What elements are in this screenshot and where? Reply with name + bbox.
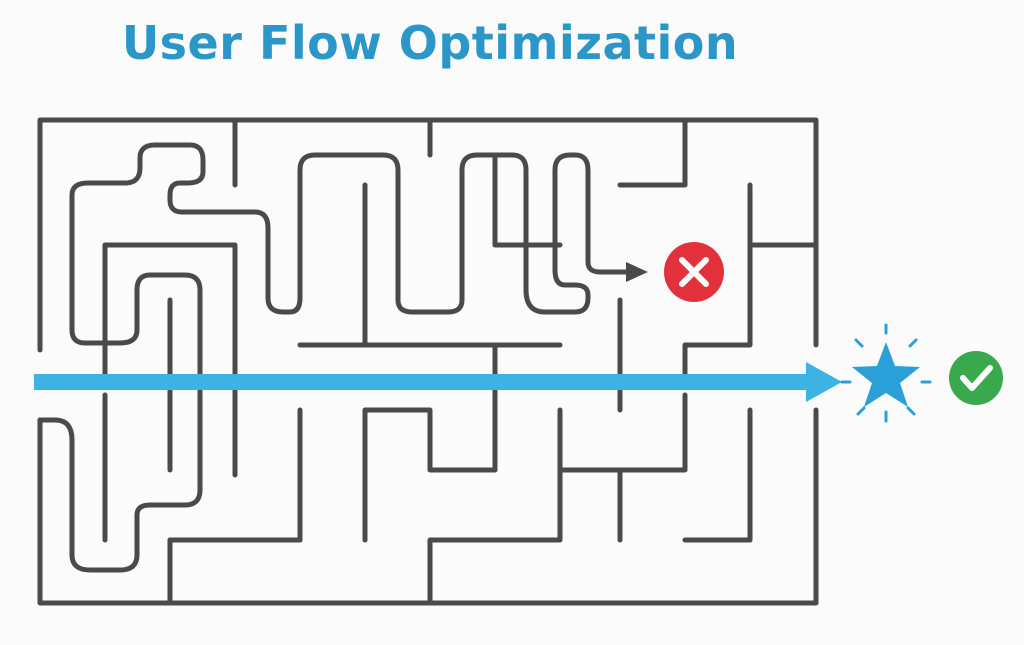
winding-route <box>37 142 631 573</box>
check-circle-icon <box>949 351 1003 405</box>
x-circle-icon <box>664 242 724 302</box>
page-title: User Flow Optimization <box>121 16 739 70</box>
optimal-path <box>34 362 842 402</box>
route-arrowhead <box>626 262 648 282</box>
star-burst-icon <box>840 323 932 423</box>
maze-walls <box>37 117 819 606</box>
optimal-path-arrowhead <box>806 362 842 402</box>
